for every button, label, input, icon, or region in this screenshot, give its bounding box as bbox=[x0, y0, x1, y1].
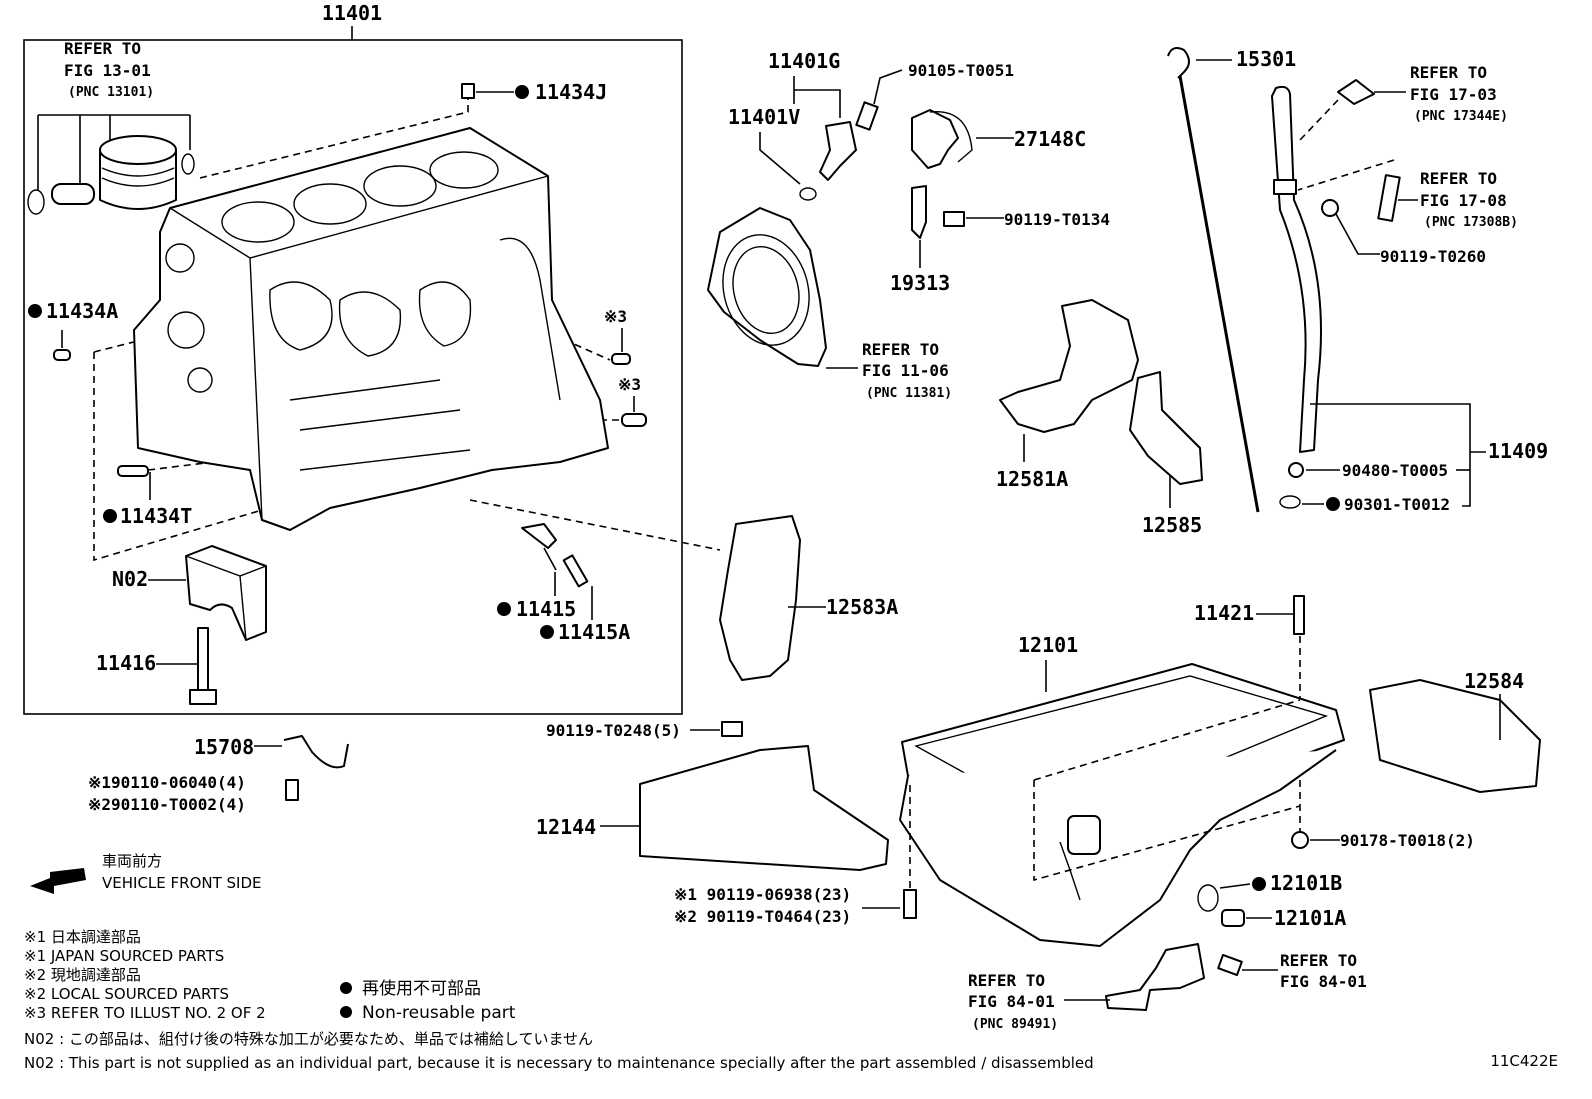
callout-12581A: 12581A bbox=[996, 467, 1068, 491]
callout-11434T: 11434T bbox=[120, 504, 192, 528]
non-reusable-dot-90301 bbox=[1326, 497, 1340, 511]
refer-84-01b-line1: REFER TO bbox=[1280, 951, 1357, 970]
callout-90110-06040: ※190110-06040(4) bbox=[88, 773, 246, 792]
callout-15708: 15708 bbox=[194, 735, 254, 759]
vehicle-front-arrow-icon bbox=[30, 868, 86, 894]
refer-17-03-line1: REFER TO bbox=[1410, 63, 1487, 82]
non-reusable-dot-11415 bbox=[497, 602, 511, 616]
refer-13-01-line1: REFER TO bbox=[64, 39, 141, 58]
callout-90178-T0018: 90178-T0018(2) bbox=[1340, 831, 1475, 850]
non-reusable-dot-11434J bbox=[515, 85, 529, 99]
callout-11415: 11415 bbox=[516, 597, 576, 621]
refer-17-08-line1: REFER TO bbox=[1420, 169, 1497, 188]
legend-s1-en: ※1 JAPAN SOURCED PARTS bbox=[24, 947, 224, 965]
refer-13-01-line2: FIG 13-01 bbox=[64, 61, 151, 80]
refer-84-01b-line2: FIG 84-01 bbox=[1280, 972, 1367, 991]
callout-90119-T0464: ※2 90119-T0464(23) bbox=[674, 907, 851, 926]
legend-dot-icon-2 bbox=[340, 1006, 352, 1018]
insulator-12581A-illustration bbox=[999, 299, 1139, 433]
callout-90110-T0002: ※290110-T0002(4) bbox=[88, 795, 246, 814]
callout-12144: 12144 bbox=[536, 815, 596, 839]
callout-11409: 11409 bbox=[1488, 439, 1548, 463]
callout-11415A: 11415A bbox=[558, 620, 630, 644]
callout-N02: N02 bbox=[112, 567, 148, 591]
legend-front-jp: 車両前方 bbox=[102, 852, 162, 870]
callout-11434A: 11434A bbox=[46, 299, 118, 323]
refer-17-08-line2: FIG 17-08 bbox=[1420, 191, 1507, 210]
callout-11434J: 11434J bbox=[535, 80, 607, 104]
non-reusable-dot-11434T bbox=[103, 509, 117, 523]
callout-90105-T0051: 90105-T0051 bbox=[908, 61, 1014, 80]
baffle-12584-illustration bbox=[1369, 679, 1541, 793]
callout-15301: 15301 bbox=[1236, 47, 1296, 71]
callout-90119-06938: ※1 90119-06938(23) bbox=[674, 885, 851, 904]
refer-84-01a-line1: REFER TO bbox=[968, 971, 1045, 990]
callout-90480-T0005: 90480-T0005 bbox=[1342, 461, 1448, 480]
legend-n02-en: N02 : This part is not supplied as an in… bbox=[24, 1054, 1094, 1072]
piston-illustration bbox=[27, 135, 195, 215]
callout-90301-T0012: 90301-T0012 bbox=[1344, 495, 1450, 514]
non-reusable-dot-12101B bbox=[1252, 877, 1266, 891]
insulator-12585-illustration bbox=[1129, 371, 1203, 485]
non-reusable-dot-11415A bbox=[540, 625, 554, 639]
refer-13-01-line3: (PNC 13101) bbox=[68, 85, 154, 100]
callout-90119-T0260: 90119-T0260 bbox=[1380, 247, 1486, 266]
dipstick-guide-illustration bbox=[1271, 85, 1322, 453]
callout-12101: 12101 bbox=[1018, 633, 1078, 657]
note-star3-upper: ※3 bbox=[604, 307, 627, 326]
bearing-cap-illustration bbox=[185, 545, 267, 641]
callout-19313: 19313 bbox=[890, 271, 950, 295]
legend-s1-jp: ※1 日本調達部品 bbox=[24, 928, 141, 946]
callout-12584: 12584 bbox=[1464, 669, 1524, 693]
callout-11401V: 11401V bbox=[728, 105, 800, 129]
rear-oil-seal-retainer-illustration bbox=[707, 207, 827, 367]
callout-12101A: 12101A bbox=[1274, 906, 1346, 930]
legend-s2-jp: ※2 現地調達部品 bbox=[24, 966, 141, 984]
legend-s3-en: ※3 REFER TO ILLUST NO. 2 OF 2 bbox=[24, 1004, 266, 1022]
refer-84-01a-line3: (PNC 89491) bbox=[972, 1017, 1058, 1032]
oil-pan-illustration bbox=[899, 663, 1345, 947]
legend-n02-jp: N02 : この部品は、組付け後の特殊な加工が必要なため、単品では補給していませ… bbox=[24, 1030, 593, 1048]
callout-11401G: 11401G bbox=[768, 49, 840, 73]
legend-nonreuse-en: Non-reusable part bbox=[362, 1003, 516, 1023]
callout-11421: 11421 bbox=[1194, 601, 1254, 625]
callout-12101B: 12101B bbox=[1270, 871, 1342, 895]
callout-12583A: 12583A bbox=[826, 595, 898, 619]
legend-nonreuse-jp: 再使用不可部品 bbox=[362, 978, 481, 999]
callout-11401: 11401 bbox=[322, 1, 382, 25]
callout-12585: 12585 bbox=[1142, 513, 1202, 537]
note-star3-lower: ※3 bbox=[618, 375, 641, 394]
refer-84-01a-line2: FIG 84-01 bbox=[968, 992, 1055, 1011]
refer-17-03-line3: (PNC 17344E) bbox=[1414, 109, 1508, 124]
oil-strainer-illustration bbox=[1105, 943, 1205, 1011]
callout-90119-T0134: 90119-T0134 bbox=[1004, 210, 1110, 229]
refer-11-06-line2: FIG 11-06 bbox=[862, 361, 949, 380]
cylinder-block-illustration bbox=[133, 127, 609, 531]
legend-s2-en: ※2 LOCAL SOURCED PARTS bbox=[24, 985, 229, 1003]
refer-11-06-line3: (PNC 11381) bbox=[866, 386, 952, 401]
insulator-12583A-illustration bbox=[719, 515, 801, 681]
refer-11-06-line1: REFER TO bbox=[862, 340, 939, 359]
callout-90119-T0248: 90119-T0248(5) bbox=[546, 721, 681, 740]
dipstick-handle-illustration bbox=[1167, 47, 1190, 79]
legend-front-en: VEHICLE FRONT SIDE bbox=[102, 874, 262, 892]
stiffener-12144-illustration bbox=[639, 745, 889, 871]
non-reusable-dot-11434A bbox=[28, 304, 42, 318]
callout-27148C: 27148C bbox=[1014, 127, 1086, 151]
diagram-id: 11C422E bbox=[1490, 1052, 1558, 1070]
refer-17-08-line3: (PNC 17308B) bbox=[1424, 215, 1518, 230]
refer-17-03-line2: FIG 17-03 bbox=[1410, 85, 1497, 104]
cylinder-block-group-frame bbox=[23, 39, 683, 715]
callout-11416: 11416 bbox=[96, 651, 156, 675]
legend-dot-icon-1 bbox=[340, 982, 352, 994]
